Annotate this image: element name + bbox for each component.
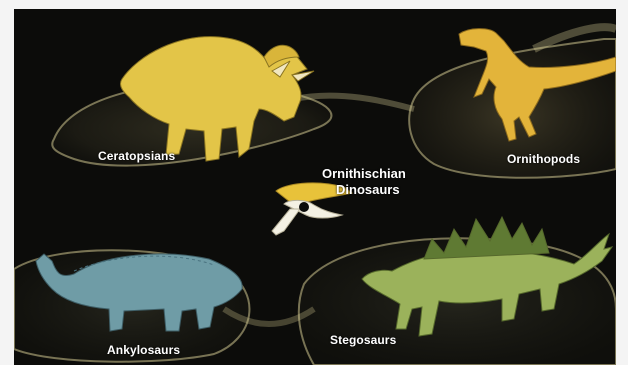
center-title-line-1: Ornithischian xyxy=(322,166,406,182)
diagram-canvas: Ceratopsians Ornithopods Ankylosaurs Ste… xyxy=(14,9,616,365)
center-title: Ornithischian Dinosaurs xyxy=(322,166,406,198)
diagram-artwork xyxy=(14,9,616,365)
group-label-ceratopsians: Ceratopsians xyxy=(98,149,175,163)
group-label-ankylosaurs: Ankylosaurs xyxy=(107,343,180,357)
center-title-line-2: Dinosaurs xyxy=(322,182,406,198)
group-label-stegosaurs: Stegosaurs xyxy=(330,333,396,347)
group-label-ornithopods: Ornithopods xyxy=(507,152,580,166)
